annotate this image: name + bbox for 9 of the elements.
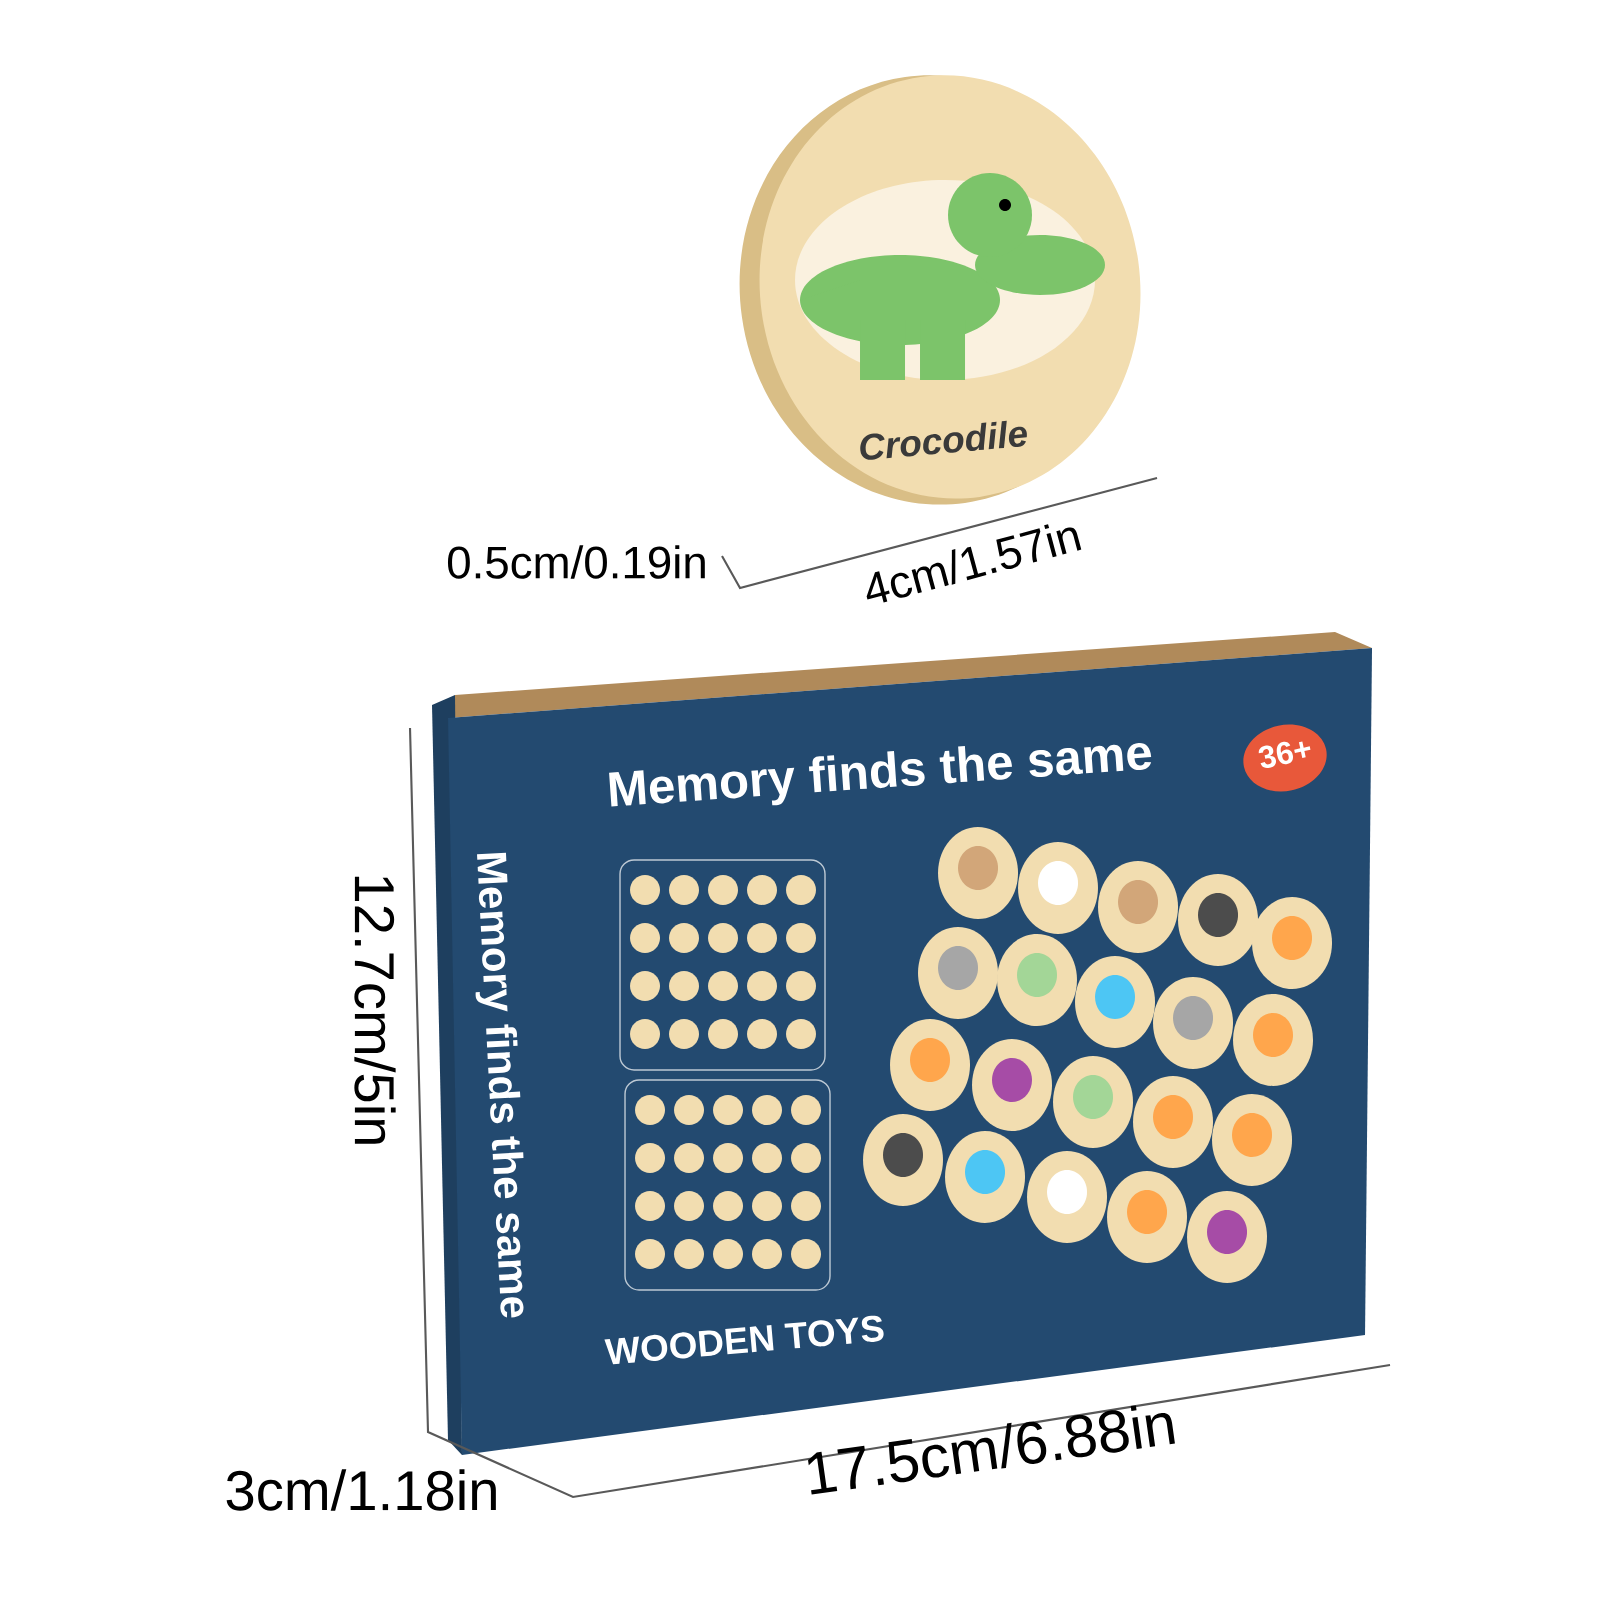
dimension-label: 3cm/1.18in	[226, 1469, 496, 1511]
dimension-label: 0.5cm/0.19in	[447, 545, 705, 579]
printed-text: WOODEN TOYS	[604, 1315, 884, 1365]
dimension-label: 17.5cm/6.88in	[808, 1405, 1175, 1495]
dimension-label: 12.7cm/5in	[354, 876, 396, 1144]
badge: 36+	[1243, 724, 1327, 792]
printed-text: Memory finds the same	[475, 852, 524, 1318]
printed-text: Crocodile	[860, 420, 1027, 460]
printed-text: Memory finds the same	[609, 743, 1152, 807]
